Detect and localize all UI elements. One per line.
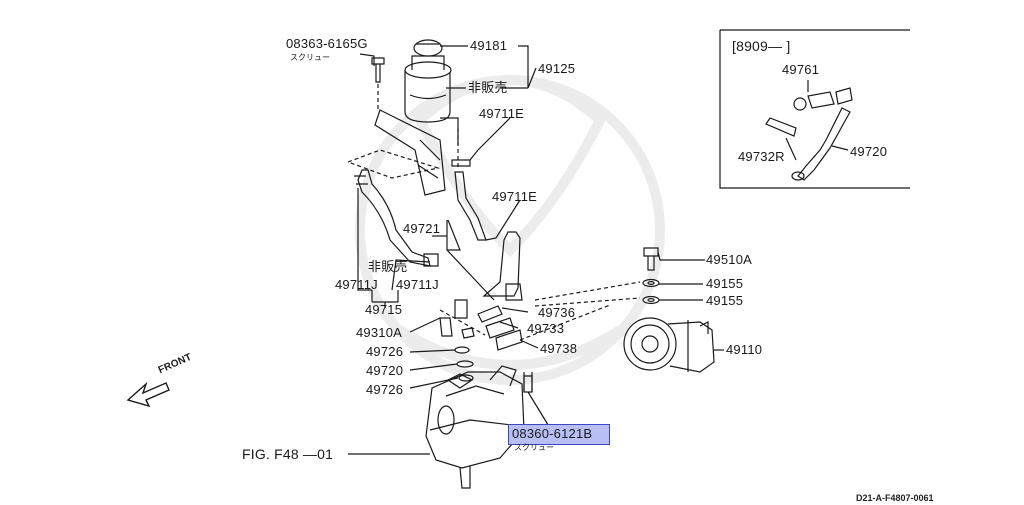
label-hose-49711e-2: 49711E [492,189,538,204]
label-tank-49125: 49125 [538,61,576,76]
inset-date-range: [8909— ] [732,38,791,54]
label-connector-49733: 49733 [527,321,565,336]
front-arrow-icon [126,381,170,408]
label-clamp-49711j-2: 49711J [396,277,439,292]
document-id: D21-A-F4807-0061 [856,493,934,503]
label-screw-bottom-name: スクリュー [514,443,554,452]
label-screw-top-number: 08363-6165G [286,36,368,51]
label-not-for-sale-1: 非販売 [468,80,508,95]
inset-panel [719,29,910,189]
reservoir-bracket [374,109,446,196]
label-screw-top-name: スクリュー [290,53,330,62]
label-fig-reference[interactable]: FIG. F48 —01 [242,446,334,462]
label-tube-49736: 49736 [538,305,576,320]
label-washer-49155-1: 49155 [706,276,744,291]
label-hose-49715: 49715 [365,302,403,317]
label-connector-49738: 49738 [540,341,578,356]
label-clamp-49711j-1: 49711J [335,277,378,292]
label-bolt-49510a: 49510A [706,252,753,267]
watermark-emblem [355,75,665,385]
highlight-screw-bottom[interactable] [508,424,610,445]
inset-label-49761: 49761 [782,62,820,77]
label-pump-49110: 49110 [726,342,763,357]
inset-label-49720: 49720 [850,144,888,159]
label-cap-49181: 49181 [470,38,508,53]
label-pipe-49720: 49720 [366,363,404,378]
screw-top [371,57,385,83]
reservoir-tank [404,39,452,123]
label-hose-49711e-1: 49711E [479,106,525,121]
label-washer-49155-2: 49155 [706,293,744,308]
power-steering-pump [623,317,715,373]
label-washer-49726-1: 49726 [366,344,404,359]
label-not-for-sale-2: 非販売 [368,259,408,274]
label-bolt-49310a: 49310A [356,325,403,340]
screw-bottom [523,375,533,393]
label-washer-49726-2: 49726 [366,382,404,397]
label-screw-bottom-number[interactable]: 08360-6121B [512,426,593,441]
hose-49721 [482,231,523,301]
label-hose-49721: 49721 [403,221,441,236]
inset-label-49732r: 49732R [738,149,785,164]
